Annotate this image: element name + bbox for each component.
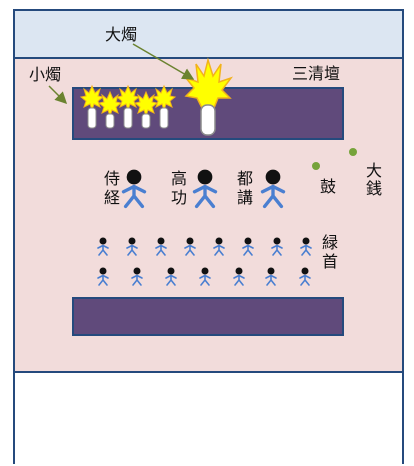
officiant-3-body	[260, 184, 286, 209]
chorus-member-head	[167, 267, 175, 275]
small-candle-flame	[79, 84, 105, 112]
chorus-member	[97, 237, 109, 256]
small-candle-flame	[151, 84, 177, 112]
small-candle	[133, 90, 159, 129]
officiant-2-head	[197, 169, 213, 185]
altar-label: 三清壇	[292, 64, 340, 83]
chorus-member-body	[213, 244, 225, 256]
chorus-member-head	[273, 237, 281, 245]
chorus-member	[265, 267, 277, 286]
officiant-1-label-line-2: 経	[104, 188, 120, 207]
small-candle-stick	[159, 107, 169, 129]
chorus-member	[199, 267, 211, 286]
chorus-member-head	[244, 237, 252, 245]
small-candle	[79, 84, 105, 129]
chorus-label-line-2: 首	[322, 252, 338, 271]
chorus-member-body	[299, 274, 311, 286]
chorus-member-body	[97, 274, 109, 286]
small-candles	[79, 84, 177, 129]
chorus-member	[271, 237, 283, 256]
small-candle-arrow	[48, 85, 68, 105]
chorus-member	[126, 237, 138, 256]
bell-label-line-1: 大	[366, 161, 382, 180]
front-table	[72, 297, 344, 336]
chorus-member	[300, 237, 312, 256]
chorus-member-body	[233, 274, 245, 286]
officiant-3-head	[265, 169, 281, 185]
small-candle	[115, 84, 141, 129]
chorus-member-head	[302, 237, 310, 245]
chorus-member	[213, 237, 225, 256]
small-candle-flame	[115, 84, 141, 112]
chorus-member	[97, 267, 109, 286]
small-candle-stick	[105, 113, 115, 129]
chorus-member-head	[186, 237, 194, 245]
chorus-member-head	[201, 267, 209, 275]
officiant-2-label-line-2: 功	[171, 188, 187, 207]
small-candle	[151, 84, 177, 129]
chorus-member-head	[301, 267, 309, 275]
header-band	[13, 9, 404, 59]
officiant-2	[192, 169, 218, 209]
officiants: 侍経 高功 都講	[104, 169, 286, 209]
chorus-member-body	[155, 244, 167, 256]
bell-label-line-2: 銭	[366, 179, 382, 198]
officiant-2-label-line-1: 高	[171, 169, 187, 188]
drum-marker	[312, 162, 320, 170]
small-candle-stick	[141, 113, 151, 129]
chorus-member	[233, 267, 245, 286]
chorus-member-body	[271, 244, 283, 256]
chorus-member-body	[97, 244, 109, 256]
chorus-member-body	[300, 244, 312, 256]
chorus-member-body	[184, 244, 196, 256]
small-candle	[97, 90, 123, 129]
small-candle-label: 小燭	[29, 65, 61, 84]
chorus-member-body	[199, 274, 211, 286]
chorus-member-body	[242, 244, 254, 256]
small-candle-stick	[87, 107, 97, 129]
chorus-member-body	[126, 244, 138, 256]
big-candle	[183, 57, 234, 136]
chorus-member-head	[215, 237, 223, 245]
chorus-member-head	[99, 267, 107, 275]
chorus-member	[165, 267, 177, 286]
small-candle-flame	[97, 90, 123, 118]
officiant-3-label-line-2: 講	[237, 188, 253, 207]
officiant-1-head	[126, 169, 142, 185]
chorus-member-head	[157, 237, 165, 245]
chorus-member-head	[235, 267, 243, 275]
chorus-label-line-1: 緑	[322, 233, 338, 252]
drum-label: 鼓	[320, 177, 336, 196]
chorus-member-head	[267, 267, 275, 275]
big-candle-stick	[200, 104, 216, 136]
chorus-member	[299, 267, 311, 286]
small-candle-flame	[133, 90, 159, 118]
chorus-member-body	[131, 274, 143, 286]
officiant-1-body	[121, 184, 147, 209]
chorus-member	[131, 267, 143, 286]
chorus-member-head	[99, 237, 107, 245]
chorus-member-body	[165, 274, 177, 286]
officiant-1-label-line-1: 侍	[104, 169, 120, 188]
chorus-member-head	[128, 237, 136, 245]
bell-marker	[349, 148, 357, 156]
officiant-3-label-line-1: 都	[237, 169, 253, 188]
small-candle-stick	[123, 107, 133, 129]
big-candle-arrow	[132, 43, 195, 80]
chorus	[97, 237, 312, 286]
big-candle-label: 大燭	[105, 25, 137, 44]
officiant-1	[121, 169, 147, 209]
chorus-member	[155, 237, 167, 256]
chorus-member	[242, 237, 254, 256]
officiant-3	[260, 169, 286, 209]
chorus-member-body	[265, 274, 277, 286]
chorus-member-head	[133, 267, 141, 275]
officiant-2-body	[192, 184, 218, 209]
chorus-member	[184, 237, 196, 256]
